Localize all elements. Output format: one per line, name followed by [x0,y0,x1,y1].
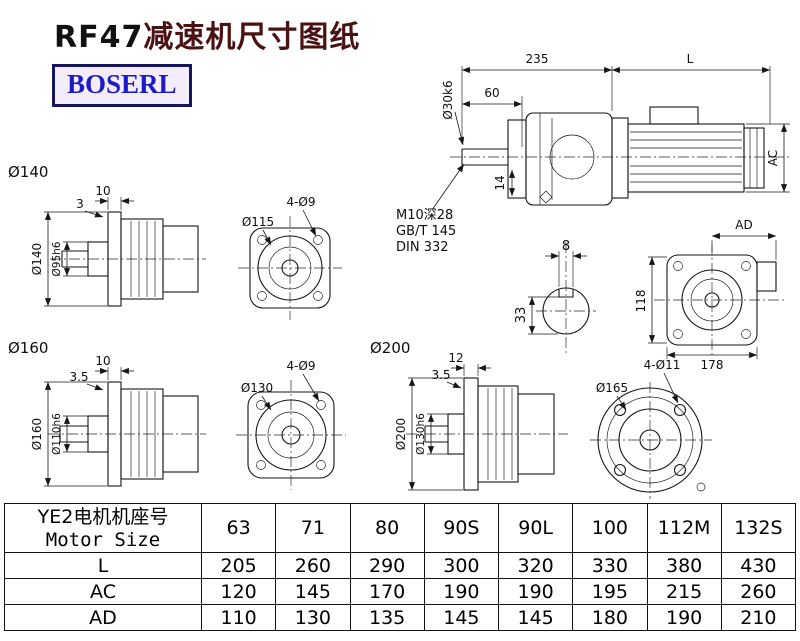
table-row-AD: AD 110 130 135 145 145 180 190 210 [4,604,797,631]
table-cell: 110 [200,604,277,631]
flange200-side-view: Ø200 Ø200 Ø130h6 12 3. [370,339,568,491]
table-row-AC: AC 120 145 170 190 190 195 215 260 [4,578,797,605]
title-suffix: 减速机尺寸图纸 [143,20,361,55]
table-cell: 135 [349,604,425,631]
table-header-row: YE2电机机座号 Motor Size 63 71 80 90S 90L 100… [4,503,797,553]
technical-drawing: 235 L 60 Ø30k6 14 AC M10深28 GB/T 145 DIN… [8,52,790,499]
shaft-diameter-label: Ø30k6 [441,80,455,119]
table-cell: 190 [646,604,722,631]
flange160-holes-label: 4-Ø9 [286,359,315,373]
view140-title: Ø140 [8,163,48,181]
flange160-spigot-label: Ø110h6 [51,413,63,455]
din-standard-note: DIN 332 [396,240,449,255]
flange160-spigot-depth-label: 3.5 [69,370,88,384]
header-cn: YE2电机机座号 [37,505,169,528]
tap-note: M10深28 [396,208,453,223]
flange160-bc-label: Ø130 [241,381,273,395]
dim-178-label: 178 [701,358,724,372]
table-cell: 320 [497,552,574,579]
header-en: Motor Size [45,528,161,551]
rear-view: 118 178 AD [634,218,786,372]
thread-spec-notes: M10深28 GB/T 145 DIN 332 [396,163,465,255]
table-cell: 300 [423,552,500,579]
shaft-keyway-detail: 8 33 [514,239,596,356]
dim-235-label: 235 [526,52,549,66]
keyway-width-label: 8 [562,239,570,254]
table-cell: 380 [646,552,722,579]
flange160-side-view: Ø160 Ø160 Ø110h6 10 3. [8,339,206,487]
table-cell: 180 [572,604,648,631]
table-cell: 290 [349,552,425,579]
flange140-side-view: Ø140 Ø140 Ø95h6 10 3 [8,163,206,307]
boserl-logo: BOSERL [52,64,192,107]
table-cell: 430 [720,552,797,579]
flange140-thickness-label: 10 [95,184,110,198]
flange200-od-label: Ø200 [394,418,408,450]
main-assembly-view: 235 L 60 Ø30k6 14 AC [441,52,790,206]
col-header: 132S [720,503,797,553]
table-cell: 260 [720,578,797,605]
col-header: 80 [349,503,425,553]
flange140-bc-label: Ø115 [242,215,274,229]
row-label: AD [4,604,202,631]
flange200-thickness-label: 12 [448,351,463,365]
table-cell: 120 [200,578,277,605]
flange160-face-view: 4-Ø9 Ø130 [236,359,346,490]
flange140-face-view: 4-Ø9 Ø115 [238,195,342,320]
table-cell: 170 [349,578,425,605]
table-cell: 195 [572,578,648,605]
col-header: 90L [497,503,574,553]
view200-title: Ø200 [370,339,410,357]
flange140-od-label: Ø140 [30,243,44,275]
table-cell: 190 [423,578,500,605]
flange140-spigot-label: Ø95h6 [51,241,63,276]
flange200-spigot-depth-label: 3.5 [431,368,450,382]
flange140-holes-label: 4-Ø9 [286,195,315,209]
row-label: AC [4,578,202,605]
dim-60-label: 60 [484,86,499,100]
col-header: 63 [200,503,277,553]
col-header: 90S [423,503,500,553]
flange160-od-label: Ø160 [30,418,44,450]
motor-size-header: YE2电机机座号 Motor Size [4,503,202,553]
flange200-spigot-label: Ø130h6 [415,413,427,455]
table-cell: 145 [275,578,351,605]
flange200-holes-label: 4-Ø11 [644,358,681,372]
table-cell: 330 [572,552,648,579]
dim-118-label: 118 [634,290,648,313]
table-cell: 205 [200,552,277,579]
table-cell: 260 [275,552,351,579]
table-cell: 145 [497,604,574,631]
col-header: 112M [646,503,722,553]
flange160-thickness-label: 10 [95,354,110,368]
dim-L-label: L [687,52,694,66]
flange200-bc-label: Ø165 [596,381,628,395]
page-title: RF47减速机尺寸图纸 [54,12,360,56]
model-code: RF47 [54,20,144,55]
table-row-L: L 205 260 290 300 320 330 380 430 [4,552,797,579]
table-cell: 190 [497,578,574,605]
dim-AC-label: AC [766,150,780,166]
flange140-spigot-depth-label: 3 [76,197,84,211]
col-header: 71 [275,503,351,553]
table-cell: 210 [720,604,797,631]
dim-AD-label: AD [735,218,752,232]
motor-dimension-table: YE2电机机座号 Motor Size 63 71 80 90S 90L 100… [4,503,797,631]
view160-title: Ø160 [8,339,48,357]
table-cell: 215 [646,578,722,605]
dim-14-label: 14 [493,175,507,190]
keyway-depth-label: 33 [514,307,529,324]
gb-standard-note: GB/T 145 [396,224,456,239]
row-label: L [4,552,202,579]
flange200-face-view: 4-Ø11 Ø165 [590,358,712,499]
table-cell: 130 [275,604,351,631]
col-header: 100 [572,503,648,553]
table-cell: 145 [423,604,500,631]
